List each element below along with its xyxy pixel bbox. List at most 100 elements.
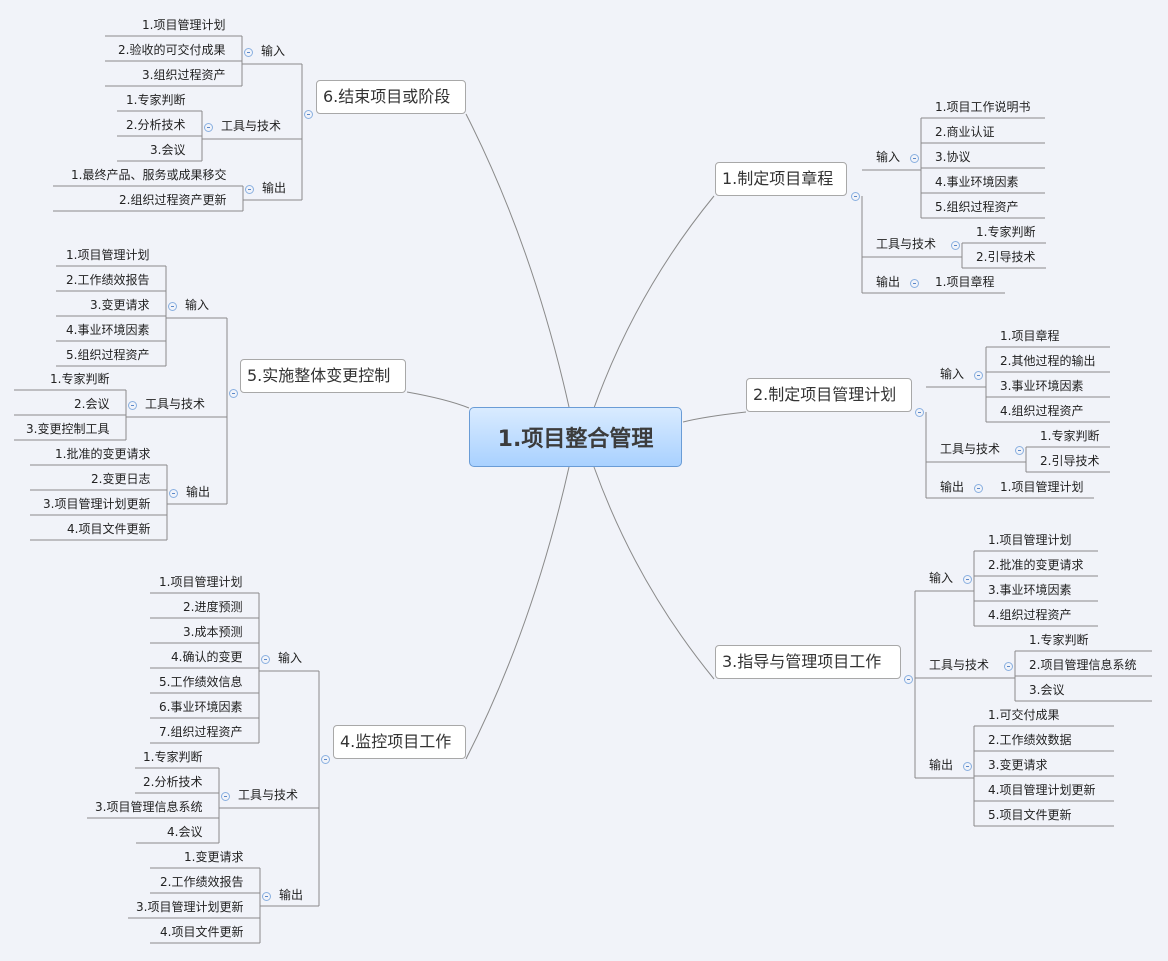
leaf-item[interactable]: 1.专家判断 [1029,633,1089,647]
group-label-tools[interactable]: 工具与技术 [876,237,937,251]
collapse-toggle-icon[interactable] [910,279,919,288]
leaf-item[interactable]: 1.专家判断 [143,750,203,764]
group-label-output[interactable]: 输出 [279,888,304,902]
group-label-input[interactable]: 输入 [940,367,965,381]
collapse-toggle-icon[interactable] [245,185,254,194]
leaf-item[interactable]: 3.变更控制工具 [26,422,110,436]
leaf-item[interactable]: 2.其他过程的输出 [1000,354,1096,368]
leaf-item[interactable]: 1.专家判断 [1040,429,1100,443]
group-label-tools[interactable]: 工具与技术 [145,397,206,411]
branch-2-title[interactable]: 2.制定项目管理计划 [746,378,912,412]
collapse-toggle-icon[interactable] [169,489,178,498]
collapse-toggle-icon[interactable] [229,389,238,398]
leaf-item[interactable]: 2.工作绩效报告 [160,875,244,889]
branch-4-title[interactable]: 4.监控项目工作 [333,725,466,759]
leaf-item[interactable]: 6.事业环境因素 [159,700,243,714]
collapse-toggle-icon[interactable] [851,192,860,201]
collapse-toggle-icon[interactable] [321,755,330,764]
leaf-item[interactable]: 3.项目管理计划更新 [43,497,151,511]
group-label-input[interactable]: 输入 [876,150,901,164]
collapse-toggle-icon[interactable] [262,892,271,901]
collapse-toggle-icon[interactable] [128,401,137,410]
leaf-item[interactable]: 2.引导技术 [976,250,1036,264]
leaf-item[interactable]: 1.项目管理计划 [988,533,1072,547]
group-label-tools[interactable]: 工具与技术 [238,788,299,802]
leaf-item[interactable]: 1.变更请求 [184,850,244,864]
leaf-item[interactable]: 4.事业环境因素 [66,323,150,337]
leaf-item[interactable]: 5.工作绩效信息 [159,675,243,689]
group-label-input[interactable]: 输入 [278,651,303,665]
leaf-item[interactable]: 1.专家判断 [126,93,186,107]
collapse-toggle-icon[interactable] [974,484,983,493]
leaf-item[interactable]: 3.事业环境因素 [1000,379,1084,393]
leaf-item[interactable]: 1.项目管理计划 [66,248,150,262]
group-label-tools[interactable]: 工具与技术 [940,442,1001,456]
leaf-item[interactable]: 2.引导技术 [1040,454,1100,468]
leaf-item[interactable]: 1.专家判断 [976,225,1036,239]
leaf-item[interactable]: 1.项目章程 [935,275,995,289]
leaf-item[interactable]: 5.项目文件更新 [988,808,1072,822]
leaf-item[interactable]: 1.项目章程 [1000,329,1060,343]
leaf-item[interactable]: 3.会议 [1029,683,1065,697]
leaf-item[interactable]: 2.项目管理信息系统 [1029,658,1137,672]
leaf-item[interactable]: 3.组织过程资产 [142,68,226,82]
leaf-item[interactable]: 3.事业环境因素 [988,583,1072,597]
leaf-item[interactable]: 1.项目工作说明书 [935,100,1031,114]
group-label-tools[interactable]: 工具与技术 [929,658,990,672]
group-label-output[interactable]: 输出 [186,485,211,499]
leaf-item[interactable]: 2.工作绩效数据 [988,733,1072,747]
leaf-item[interactable]: 2.组织过程资产更新 [119,193,227,207]
branch-6-title[interactable]: 6.结束项目或阶段 [316,80,466,114]
leaf-item[interactable]: 1.批准的变更请求 [55,447,151,461]
group-label-input[interactable]: 输入 [261,44,286,58]
leaf-item[interactable]: 3.协议 [935,150,971,164]
collapse-toggle-icon[interactable] [1015,446,1024,455]
leaf-item[interactable]: 2.工作绩效报告 [66,273,150,287]
group-label-output[interactable]: 输出 [929,758,954,772]
group-label-input[interactable]: 输入 [185,298,210,312]
leaf-item[interactable]: 4.组织过程资产 [988,608,1072,622]
central-topic[interactable]: 1.项目整合管理 [469,407,682,467]
leaf-item[interactable]: 4.组织过程资产 [1000,404,1084,418]
leaf-item[interactable]: 2.分析技术 [126,118,186,132]
collapse-toggle-icon[interactable] [963,762,972,771]
collapse-toggle-icon[interactable] [204,123,213,132]
collapse-toggle-icon[interactable] [1004,662,1013,671]
leaf-item[interactable]: 4.会议 [167,825,203,839]
leaf-item[interactable]: 4.事业环境因素 [935,175,1019,189]
leaf-item[interactable]: 4.项目文件更新 [67,522,151,536]
collapse-toggle-icon[interactable] [904,675,913,684]
leaf-item[interactable]: 5.组织过程资产 [66,348,150,362]
branch-5-title[interactable]: 5.实施整体变更控制 [240,359,406,393]
group-label-tools[interactable]: 工具与技术 [221,119,282,133]
leaf-item[interactable]: 7.组织过程资产 [159,725,243,739]
leaf-item[interactable]: 1.项目管理计划 [1000,480,1084,494]
leaf-item[interactable]: 4.确认的变更 [171,650,243,664]
leaf-item[interactable]: 3.成本预测 [183,625,243,639]
branch-3-title[interactable]: 3.指导与管理项目工作 [715,645,901,679]
leaf-item[interactable]: 1.最终产品、服务或成果移交 [71,168,227,182]
leaf-item[interactable]: 2.分析技术 [143,775,203,789]
group-label-output[interactable]: 输出 [940,480,965,494]
leaf-item[interactable]: 2.变更日志 [91,472,151,486]
leaf-item[interactable]: 1.专家判断 [50,372,110,386]
collapse-toggle-icon[interactable] [974,371,983,380]
collapse-toggle-icon[interactable] [910,154,919,163]
collapse-toggle-icon[interactable] [951,241,960,250]
leaf-item[interactable]: 1.可交付成果 [988,708,1060,722]
collapse-toggle-icon[interactable] [221,792,230,801]
leaf-item[interactable]: 4.项目文件更新 [160,925,244,939]
leaf-item[interactable]: 3.变更请求 [90,298,150,312]
group-label-input[interactable]: 输入 [929,571,954,585]
leaf-item[interactable]: 3.会议 [150,143,186,157]
leaf-item[interactable]: 3.项目管理信息系统 [95,800,203,814]
collapse-toggle-icon[interactable] [244,48,253,57]
leaf-item[interactable]: 4.项目管理计划更新 [988,783,1096,797]
leaf-item[interactable]: 2.批准的变更请求 [988,558,1084,572]
leaf-item[interactable]: 1.项目管理计划 [142,18,226,32]
group-label-output[interactable]: 输出 [876,275,901,289]
leaf-item[interactable]: 5.组织过程资产 [935,200,1019,214]
leaf-item[interactable]: 2.商业认证 [935,125,995,139]
leaf-item[interactable]: 3.变更请求 [988,758,1048,772]
group-label-output[interactable]: 输出 [262,181,287,195]
